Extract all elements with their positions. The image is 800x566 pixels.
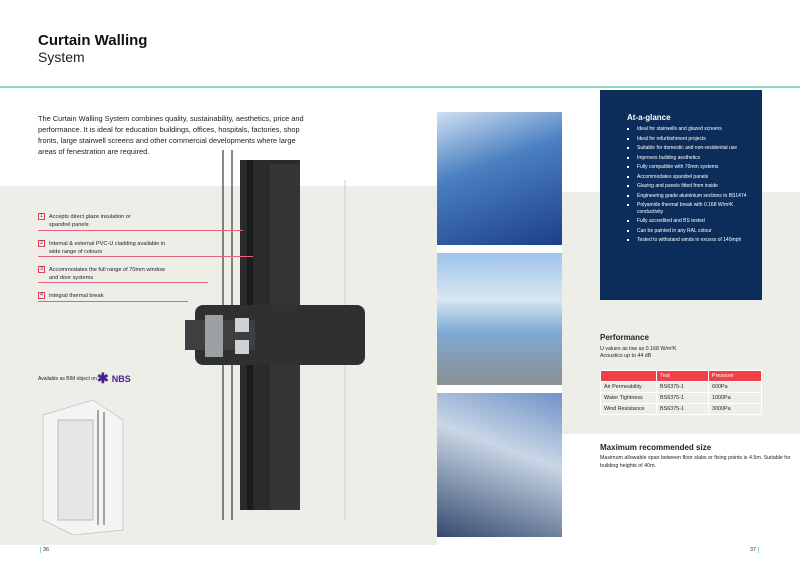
table-cell: 600Pa <box>708 381 762 393</box>
page-title: Curtain Walling <box>38 32 148 49</box>
table-cell: 3000Pa <box>708 403 762 415</box>
feature-number: 3 <box>38 266 45 273</box>
glance-item: Glazing and panels fitted from inside <box>627 183 747 190</box>
nbs-star-icon: ✱ <box>97 370 109 386</box>
header-rule <box>0 86 800 88</box>
feature-2: 2 Internal & external PVC-U cladding avai… <box>38 240 169 256</box>
max-size-section: Maximum recommended size Maximum allowab… <box>600 443 800 470</box>
table-cell: Wind Resistance <box>600 403 657 415</box>
feature-text: Integral thermal break <box>49 293 104 299</box>
glance-item: Improves building aesthetics <box>627 155 747 162</box>
intro-text: The Curtain Walling System combines qual… <box>38 114 304 156</box>
table-header <box>600 370 657 382</box>
max-size-title: Maximum recommended size <box>600 443 712 452</box>
feature-text: Internal & external PVC-U cladding avail… <box>49 241 166 255</box>
feature-text: Accepts direct glaze insulation or spand… <box>49 214 131 228</box>
glance-item: Accommodates spandrel panels <box>627 174 747 181</box>
table-cell: BS6375-1 <box>656 381 709 393</box>
performance-title: Performance <box>600 333 649 342</box>
glance-item: Fully compatible with 70mm systems <box>627 164 747 171</box>
at-a-glance-panel: At-a-glance Ideal for stairwells and gla… <box>600 90 762 300</box>
photo-reflective-facade <box>437 393 562 537</box>
table-header: Pressure <box>708 370 762 382</box>
glance-item: Engineering grade aluminium sections to … <box>627 193 747 200</box>
nbs-logo[interactable]: ✱NBS <box>97 370 131 387</box>
pointer-line <box>38 301 188 302</box>
nbs-logo-text: NBS <box>111 373 131 384</box>
at-a-glance-title: At-a-glance <box>627 113 671 122</box>
table-cell: BS6375-1 <box>656 392 709 404</box>
performance-line: U values as low as 0.168 W/m²K <box>600 346 677 352</box>
photo-school-building <box>437 253 562 385</box>
window-section-illustration <box>42 400 124 535</box>
feature-number: 2 <box>38 240 45 247</box>
glance-item: Can be painted in any RAL colour <box>627 228 747 235</box>
table-cell: 1000Pa <box>708 392 762 404</box>
feature-1: 1 Accepts direct glaze insulation or span… <box>38 213 149 229</box>
performance-line: Acoustics up to 44 dB <box>600 353 652 359</box>
glance-item: Fully accredited and BS tested <box>627 218 747 225</box>
bim-availability-text: Available as BIM object on: <box>38 376 99 382</box>
feature-3: 3 Accommodates the full range of 70mm win… <box>38 266 169 282</box>
page-subtitle: System <box>38 49 85 65</box>
glance-item: Ideal for refurbishment projects <box>627 136 747 143</box>
page-number-left: 36 <box>40 547 49 553</box>
feature-number: 1 <box>38 213 45 220</box>
table-cell: Water Tightness <box>600 392 657 404</box>
pointer-line <box>38 230 243 231</box>
glance-item: Ideal for stairwells and glazed screens <box>627 126 747 133</box>
performance-section: Performance U values as low as 0.168 W/m… <box>600 333 762 415</box>
max-size-text: Maximum allowable span between floor sla… <box>600 455 791 469</box>
glance-item: Polyamide thermal break with 0.168 W/m²K… <box>627 202 747 215</box>
glance-item: Tested to withstand winds in excess of 1… <box>627 237 747 244</box>
feature-4: 4 Integral thermal break <box>38 292 103 300</box>
curtain-wall-profile-illustration <box>185 150 365 520</box>
page-number-right: 37 <box>750 547 760 553</box>
glance-item: Suitable for domestic and non-residentia… <box>627 145 747 152</box>
table-cell: Air Permeability <box>600 381 657 393</box>
table-cell: BS6375-1 <box>656 403 709 415</box>
photo-glazed-building <box>437 112 562 245</box>
feature-text: Accommodates the full range of 70mm wind… <box>49 267 165 281</box>
pointer-line <box>38 256 253 257</box>
table-header: Test <box>656 370 709 382</box>
pointer-line <box>38 282 208 283</box>
feature-number: 4 <box>38 292 45 299</box>
